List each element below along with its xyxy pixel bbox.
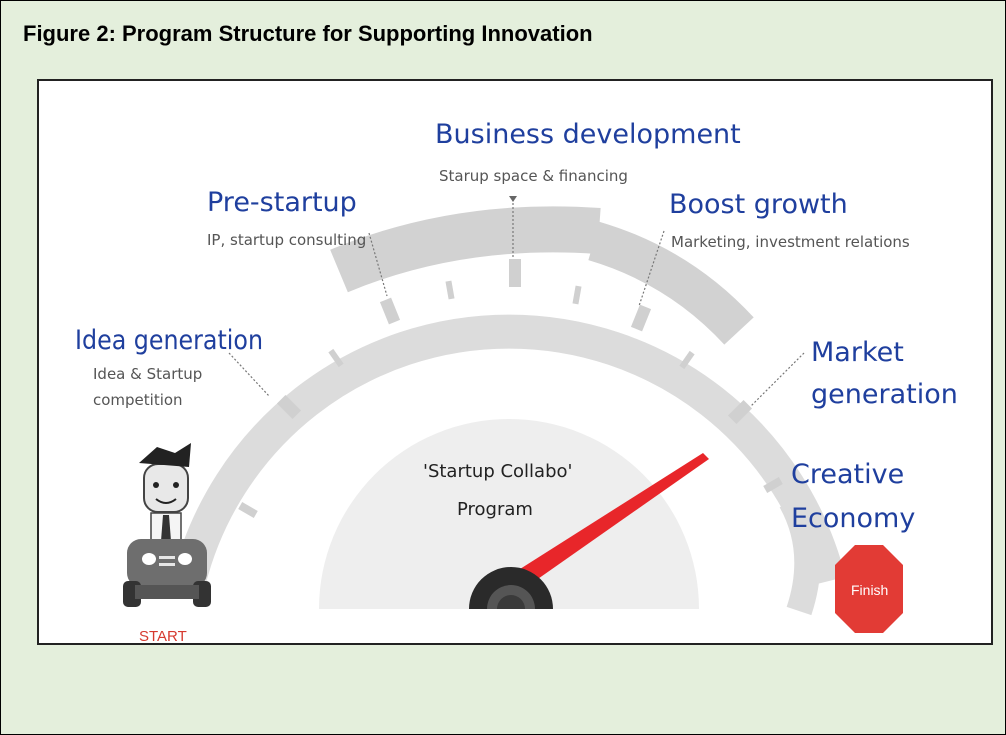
stage-creative-economy-line-2: Economy [791, 503, 915, 534]
stage-idea-generation-sub-1: Idea & Startup [93, 365, 202, 383]
finish-sign-icon [835, 545, 903, 633]
stage-boost-growth-sub: Marketing, investment relations [671, 233, 910, 251]
figure-title: Figure 2: Program Structure for Supporti… [23, 21, 593, 46]
stage-market-generation-line-2: generation [811, 379, 958, 410]
stage-creative-economy-line-1: Creative [791, 459, 904, 490]
stage-business-development-sub: Starup space & financing [439, 167, 628, 185]
program-name-line-1: 'Startup Collabo' [423, 461, 572, 482]
inner-dial [319, 419, 699, 609]
stage-idea-generation-title: Idea generation [75, 325, 263, 356]
business-pointer-icon [509, 196, 517, 202]
stage-business-development-title: Business development [435, 119, 741, 150]
gauge-ticks [238, 259, 783, 518]
stage-pre-startup-title: Pre-startup [207, 187, 357, 218]
stage-pre-startup-sub: IP, startup consulting [207, 231, 366, 249]
start-label: START [139, 628, 187, 643]
diagram-canvas: START Finish Idea generation Idea & Star… [75, 119, 958, 643]
finish-label: Finish [851, 582, 888, 598]
gauge-arc [172, 206, 846, 616]
stage-idea-generation-sub-2: competition [93, 391, 183, 409]
gauge-needle [501, 453, 709, 595]
program-name-line-2: Program [457, 499, 533, 520]
stage-market-generation-line-1: Market [811, 337, 904, 368]
program-diagram: START Finish Idea generation Idea & Star… [37, 79, 993, 645]
leader-lines [228, 199, 805, 407]
stage-boost-growth-title: Boost growth [669, 189, 848, 220]
gauge-hub-icon [469, 567, 553, 609]
driver-car-icon [123, 443, 211, 607]
